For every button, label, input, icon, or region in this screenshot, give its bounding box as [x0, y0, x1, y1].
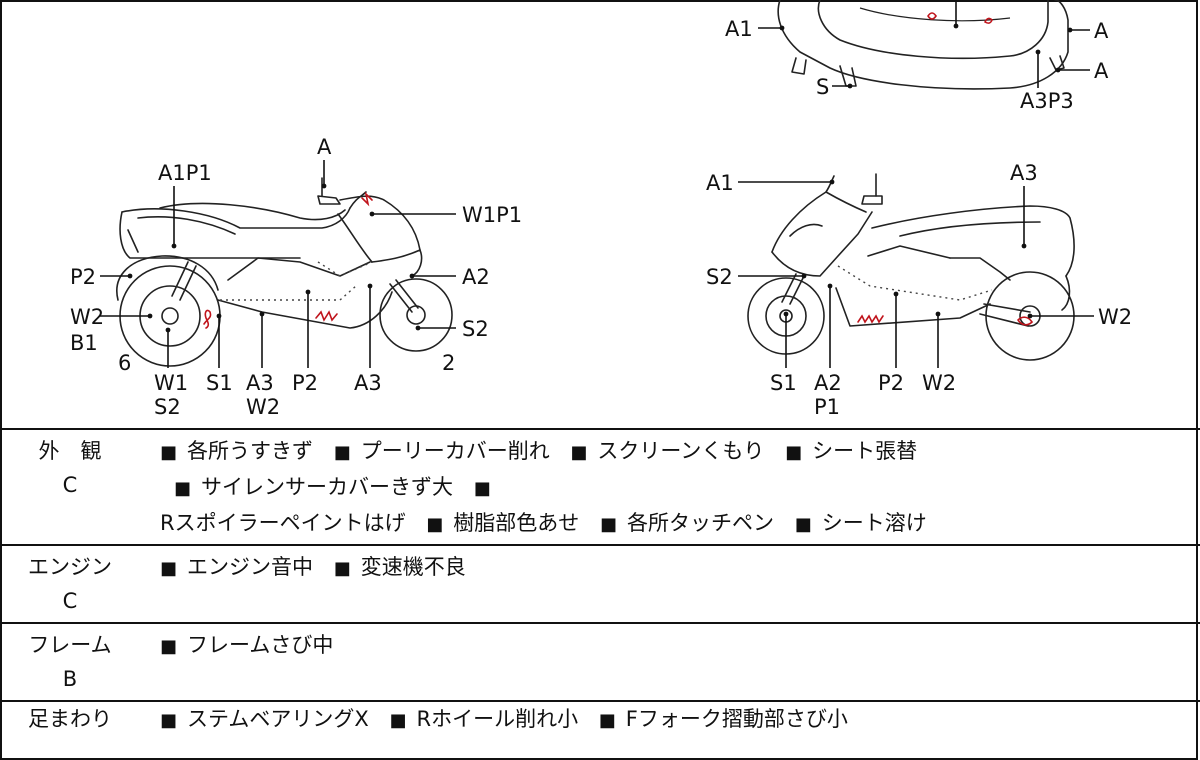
list-item: ■Fフォーク摺動部さび小 [598, 707, 848, 731]
label-top-a-lower: A [1094, 59, 1109, 83]
list-item: ■プーリーカバー削れ [333, 439, 550, 463]
label-top-s: S [816, 75, 829, 99]
scooter-top-view [777, 0, 1069, 90]
list-item: ■ステムベアリングX [160, 707, 369, 731]
item-list: ■各所うすきず ■プーリーカバー削れ ■スクリーンくもり ■シート張替 ■サイレ… [160, 434, 1182, 542]
label-right-s2: S2 [706, 265, 733, 289]
item-list: ■エンジン音中 ■変速機不良 [160, 550, 1182, 586]
scooter-diagram-svg: A1 S A A A3P3 [70, 0, 1132, 419]
label-left-w2: W2 [70, 305, 104, 329]
list-item: ■シート溶け [794, 511, 927, 535]
label-left-s2-front: S2 [462, 317, 489, 341]
table-row-frame: フレーム B ■フレームさび中 [0, 622, 1200, 702]
list-item: ■スクリーンくもり [570, 439, 765, 463]
label-right-w2: W2 [1098, 305, 1132, 329]
category-grade: C [62, 473, 78, 497]
label-right-a3: A3 [1010, 161, 1038, 185]
label-right-s1: S1 [770, 371, 797, 395]
label-left-b1: B1 [70, 331, 98, 355]
list-item: ■変速機不良 [333, 555, 466, 579]
list-item: ■ [473, 478, 491, 499]
category-grade: C [62, 589, 78, 613]
list-item: Rスポイラーペイントはげ [160, 511, 406, 535]
label-left-a3-front: A3 [354, 371, 382, 395]
list-item: ■各所うすきず [160, 439, 314, 463]
list-item: ■フレームさび中 [160, 633, 334, 657]
item-list: ■ステムベアリングX ■Rホイール削れ小 ■Fフォーク摺動部さび小 [160, 702, 1182, 738]
category-grade: B [62, 667, 78, 691]
category-name: フレーム [28, 633, 112, 657]
label-left-6: 6 [118, 351, 131, 375]
list-item: ■シート張替 [785, 439, 918, 463]
label-right-p1: P1 [814, 395, 840, 419]
label-left-w2-lower: W2 [246, 395, 280, 419]
label-left-w1: W1 [154, 371, 188, 395]
label-top-a3p3: A3P3 [1020, 89, 1074, 113]
label-right-a1: A1 [706, 171, 734, 195]
label-left-p2-lower: P2 [292, 371, 318, 395]
label-left-2: 2 [442, 351, 455, 375]
table-row-engine: エンジン C ■エンジン音中 ■変速機不良 [0, 544, 1200, 624]
label-left-a2: A2 [462, 265, 490, 289]
item-list: ■フレームさび中 [160, 628, 1182, 664]
label-left-a1p1: A1P1 [158, 161, 212, 185]
category-cell: エンジン C [0, 550, 140, 618]
category-cell: 外 観 C [0, 434, 140, 502]
label-top-a-upper: A [1094, 19, 1109, 43]
category-name: 外 観 [38, 439, 102, 463]
scooter-right-view [747, 173, 1075, 361]
label-left-w1p1: W1P1 [462, 203, 522, 227]
category-cell: 足まわり [0, 702, 140, 736]
label-top-a1: A1 [725, 17, 753, 41]
list-item: ■各所タッチペン [599, 511, 774, 535]
list-item: ■エンジン音中 [160, 555, 314, 579]
category-cell: フレーム B [0, 628, 140, 696]
category-name: 足まわり [28, 707, 112, 731]
scooter-left-view [116, 177, 453, 367]
list-item: ■サイレンサーカバーきず大 [174, 475, 454, 499]
table-row-exterior: 外 観 C ■各所うすきず ■プーリーカバー削れ ■スクリーンくもり ■シート張… [0, 428, 1200, 546]
right-view-callouts: A1 A3 S2 W2 S1 A2 P1 P2 W2 [706, 161, 1132, 419]
label-right-a2: A2 [814, 371, 842, 395]
label-left-s2-rear: S2 [154, 395, 181, 419]
category-name: エンジン [28, 555, 112, 579]
label-right-w2-lower: W2 [922, 371, 956, 395]
table-row-suspension: 足まわり ■ステムベアリングX ■Rホイール削れ小 ■Fフォーク摺動部さび小 [0, 700, 1200, 760]
label-left-p2: P2 [70, 265, 96, 289]
label-left-a3-lower: A3 [246, 371, 274, 395]
list-item: ■Rホイール削れ小 [389, 707, 579, 731]
left-view-callouts: A A1P1 W1P1 P2 A2 W2 B1 S2 6 W1 S2 S1 A3… [70, 135, 522, 419]
damage-diagram: A1 S A A A3P3 [70, 0, 1132, 419]
list-item: ■樹脂部色あせ [426, 511, 580, 535]
label-left-a: A [317, 135, 332, 159]
label-right-p2: P2 [878, 371, 904, 395]
top-view-callouts: A1 S A A A3P3 [725, 17, 1109, 113]
label-left-s1: S1 [206, 371, 233, 395]
